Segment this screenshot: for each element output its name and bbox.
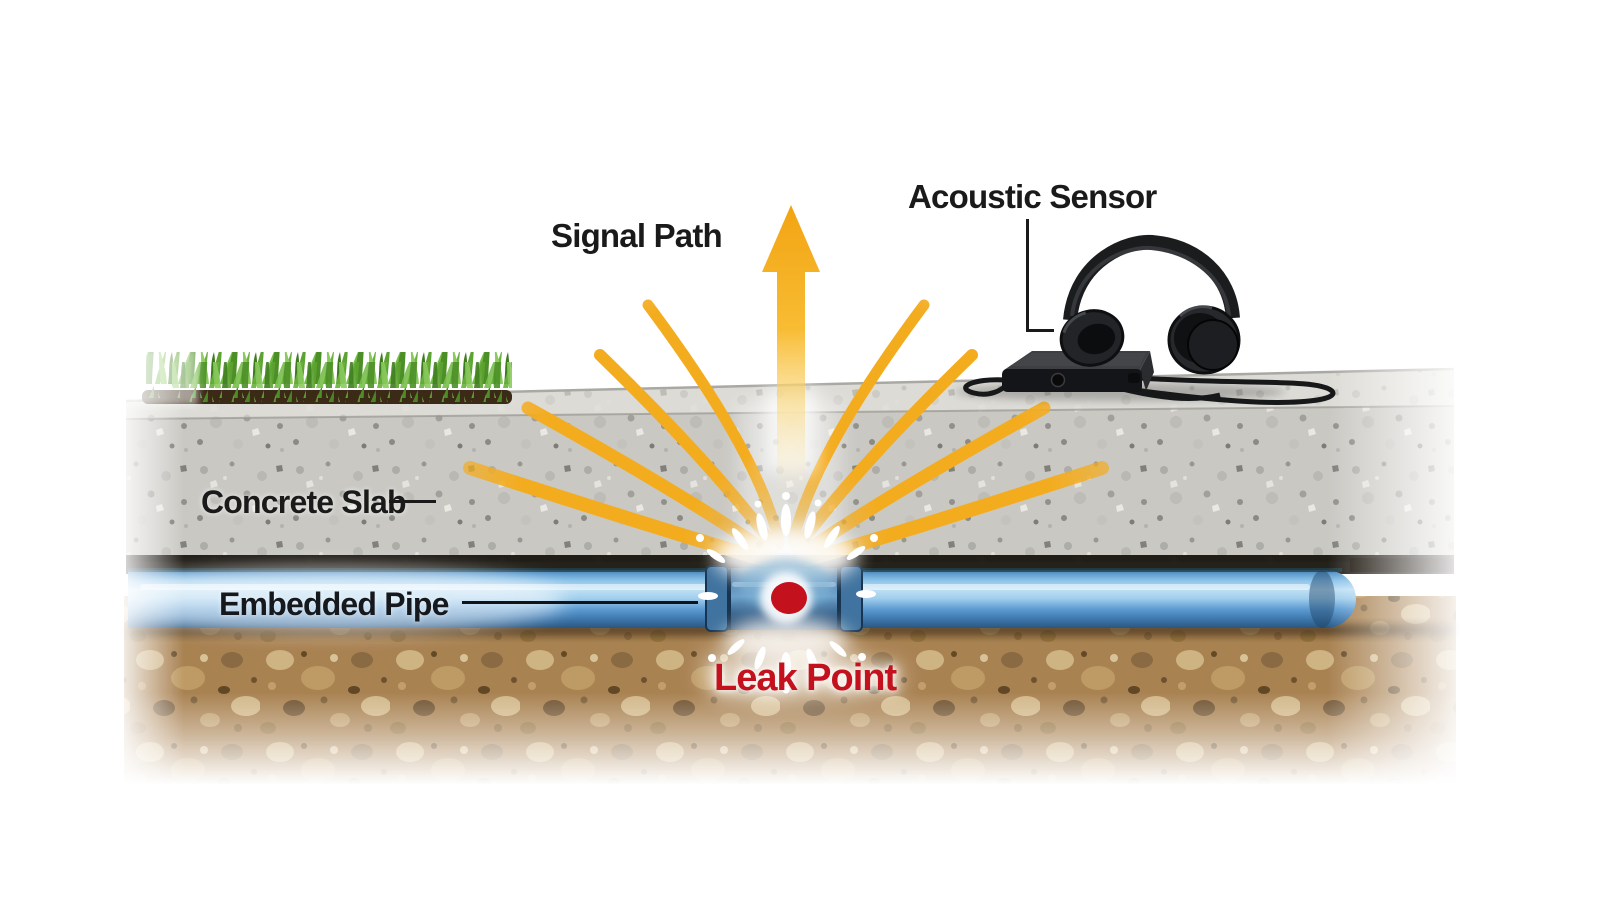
label-signal-path: Signal Path [551, 217, 723, 254]
acoustic-sensor-leader-line [1026, 329, 1054, 332]
acoustic-sensor-leader-line [1026, 219, 1029, 331]
leak-splash [696, 492, 878, 696]
acoustic-sensor-device [955, 234, 1336, 405]
leak-dot [771, 582, 807, 614]
grass [128, 348, 512, 406]
label-embedded-pipe: Embedded Pipe [219, 586, 449, 622]
signal-arrow-icon [762, 205, 820, 498]
label-acoustic-sensor: Acoustic Sensor [908, 178, 1157, 215]
headphones-icon [1059, 234, 1241, 375]
embedded-pipe-leader-line [462, 601, 698, 604]
label-concrete-slab: Concrete Slab [201, 484, 407, 520]
label-leak-point: Leak Point [714, 657, 897, 699]
concrete-slab-leader-line [389, 500, 436, 503]
